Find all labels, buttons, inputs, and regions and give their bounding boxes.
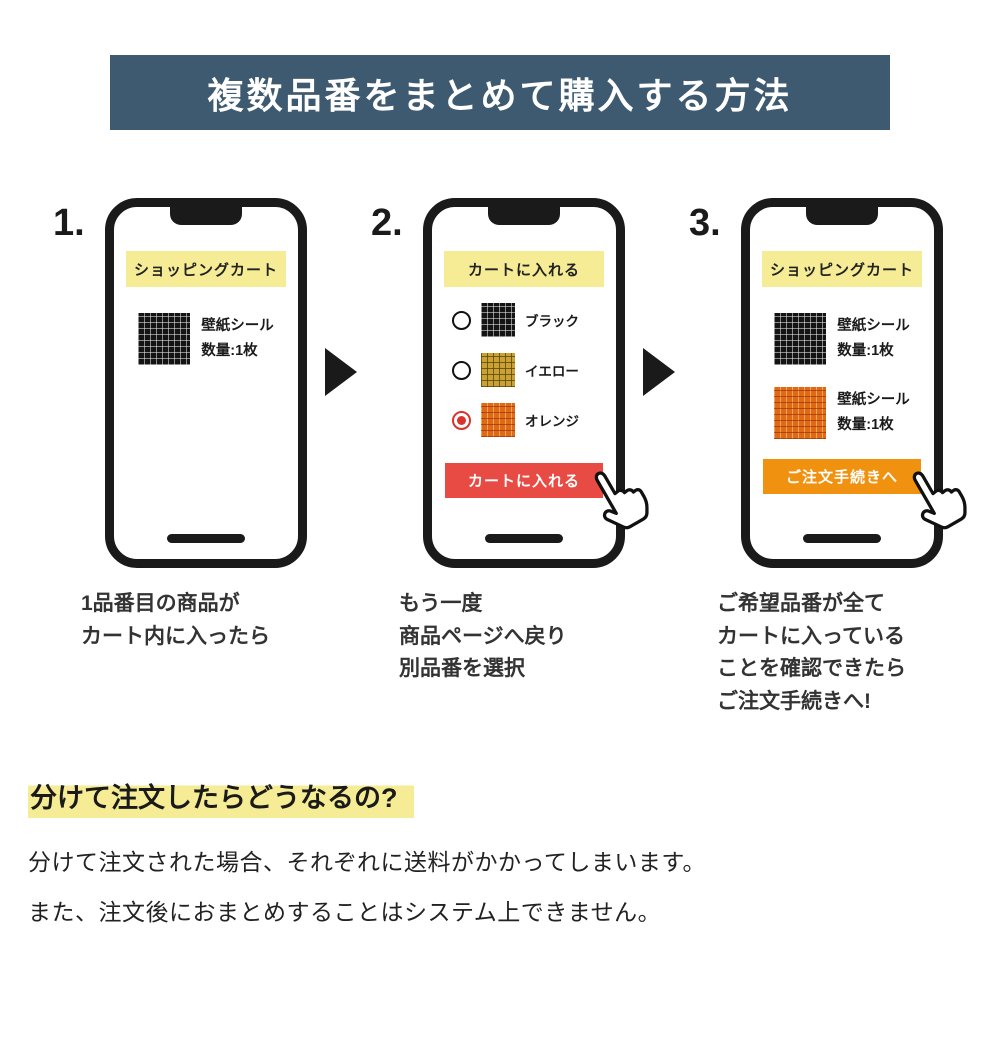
step-2-number: 2. <box>371 202 403 244</box>
arrow-right-icon <box>325 348 357 396</box>
cart-item: 壁紙シール 数量:1枚 <box>114 313 298 365</box>
home-indicator <box>167 534 245 543</box>
cart-item: 壁紙シール 数量:1枚 <box>750 387 934 439</box>
color-swatch-orange <box>481 403 515 437</box>
page-title-banner: 複数品番をまとめて購入する方法 <box>110 55 890 130</box>
page-title: 複数品番をまとめて購入する方法 <box>207 74 793 116</box>
product-swatch-orange <box>774 387 827 439</box>
product-swatch-black <box>774 313 827 365</box>
checkout-button[interactable]: ご注文手続きへ <box>763 459 921 494</box>
product-swatch-black <box>138 313 191 365</box>
product-name: 壁紙シール <box>837 392 910 409</box>
note-heading-highlight: 分けて注文したらどうなるの? <box>28 780 414 819</box>
add-to-cart-button[interactable]: カートに入れる <box>445 463 603 498</box>
note-body-line-2: また、注文後におまとめすることはシステム上できません。 <box>28 899 662 926</box>
phone-mockup-1: ショッピングカート 壁紙シール 数量:1枚 <box>105 198 307 568</box>
product-quantity: 数量:1枚 <box>837 343 894 359</box>
step-1: 1. ショッピングカート 壁紙シール 数量:1枚 1品番目の商品が カート内に入 <box>53 198 311 653</box>
cart-header-banner: ショッピングカート <box>126 251 286 287</box>
phone-notch <box>170 206 242 225</box>
step-1-caption: 1品番目の商品が カート内に入ったら <box>81 592 270 648</box>
color-option-label: ブラック <box>525 314 579 329</box>
phone-notch <box>806 206 878 225</box>
arrow-right-icon <box>643 348 675 396</box>
home-indicator <box>485 534 563 543</box>
color-option-label: オレンジ <box>525 414 579 429</box>
radio-button-unselected[interactable] <box>452 360 471 380</box>
step-1-number: 1. <box>53 202 85 244</box>
color-option-orange: オレンジ <box>452 403 616 437</box>
phone-mockup-2: カートに入れる ブラック イエロー オレンジ <box>423 198 656 568</box>
color-option-black: ブラック <box>452 303 616 337</box>
radio-button-selected[interactable] <box>452 410 471 430</box>
steps-section: 1. ショッピングカート 壁紙シール 数量:1枚 1品番目の商品が カート内に入 <box>0 198 1000 718</box>
color-option-yellow: イエロー <box>452 353 616 387</box>
step-3: 3. ショッピングカート 壁紙シール 数量:1枚 <box>689 198 974 718</box>
home-indicator <box>803 534 881 543</box>
note-heading: 分けて注文したらどうなるの? <box>28 776 972 819</box>
step-2-caption: もう一度 商品ページへ戻り 別品番を選択 <box>399 592 567 681</box>
step-2: 2. カートに入れる ブラック イエロー <box>371 198 656 686</box>
product-quantity: 数量:1枚 <box>837 417 894 433</box>
add-to-cart-header-banner: カートに入れる <box>444 251 604 287</box>
step-3-number: 3. <box>689 202 721 244</box>
phone-notch <box>488 206 560 225</box>
note-body-line-1: 分けて注文された場合、それぞれに送料がかかってしまいます。 <box>28 849 707 876</box>
note-section: 分けて注文したらどうなるの? 分けて注文された場合、それぞれに送料がかかってしま… <box>28 776 972 927</box>
product-quantity: 数量:1枚 <box>201 343 258 359</box>
color-swatch-yellow <box>481 353 515 387</box>
product-name: 壁紙シール <box>201 318 274 335</box>
phone-mockup-3: ショッピングカート 壁紙シール 数量:1枚 壁紙シール 数量:1枚 <box>741 198 974 568</box>
color-swatch-black <box>481 303 515 337</box>
color-option-label: イエロー <box>525 364 579 379</box>
cart-header-banner: ショッピングカート <box>762 251 922 287</box>
product-name: 壁紙シール <box>837 318 910 335</box>
cart-item: 壁紙シール 数量:1枚 <box>750 313 934 365</box>
step-3-caption: ご希望品番が全て カートに入っている ことを確認できたら ご注文手続きへ! <box>717 592 906 713</box>
radio-button-unselected[interactable] <box>452 310 471 330</box>
